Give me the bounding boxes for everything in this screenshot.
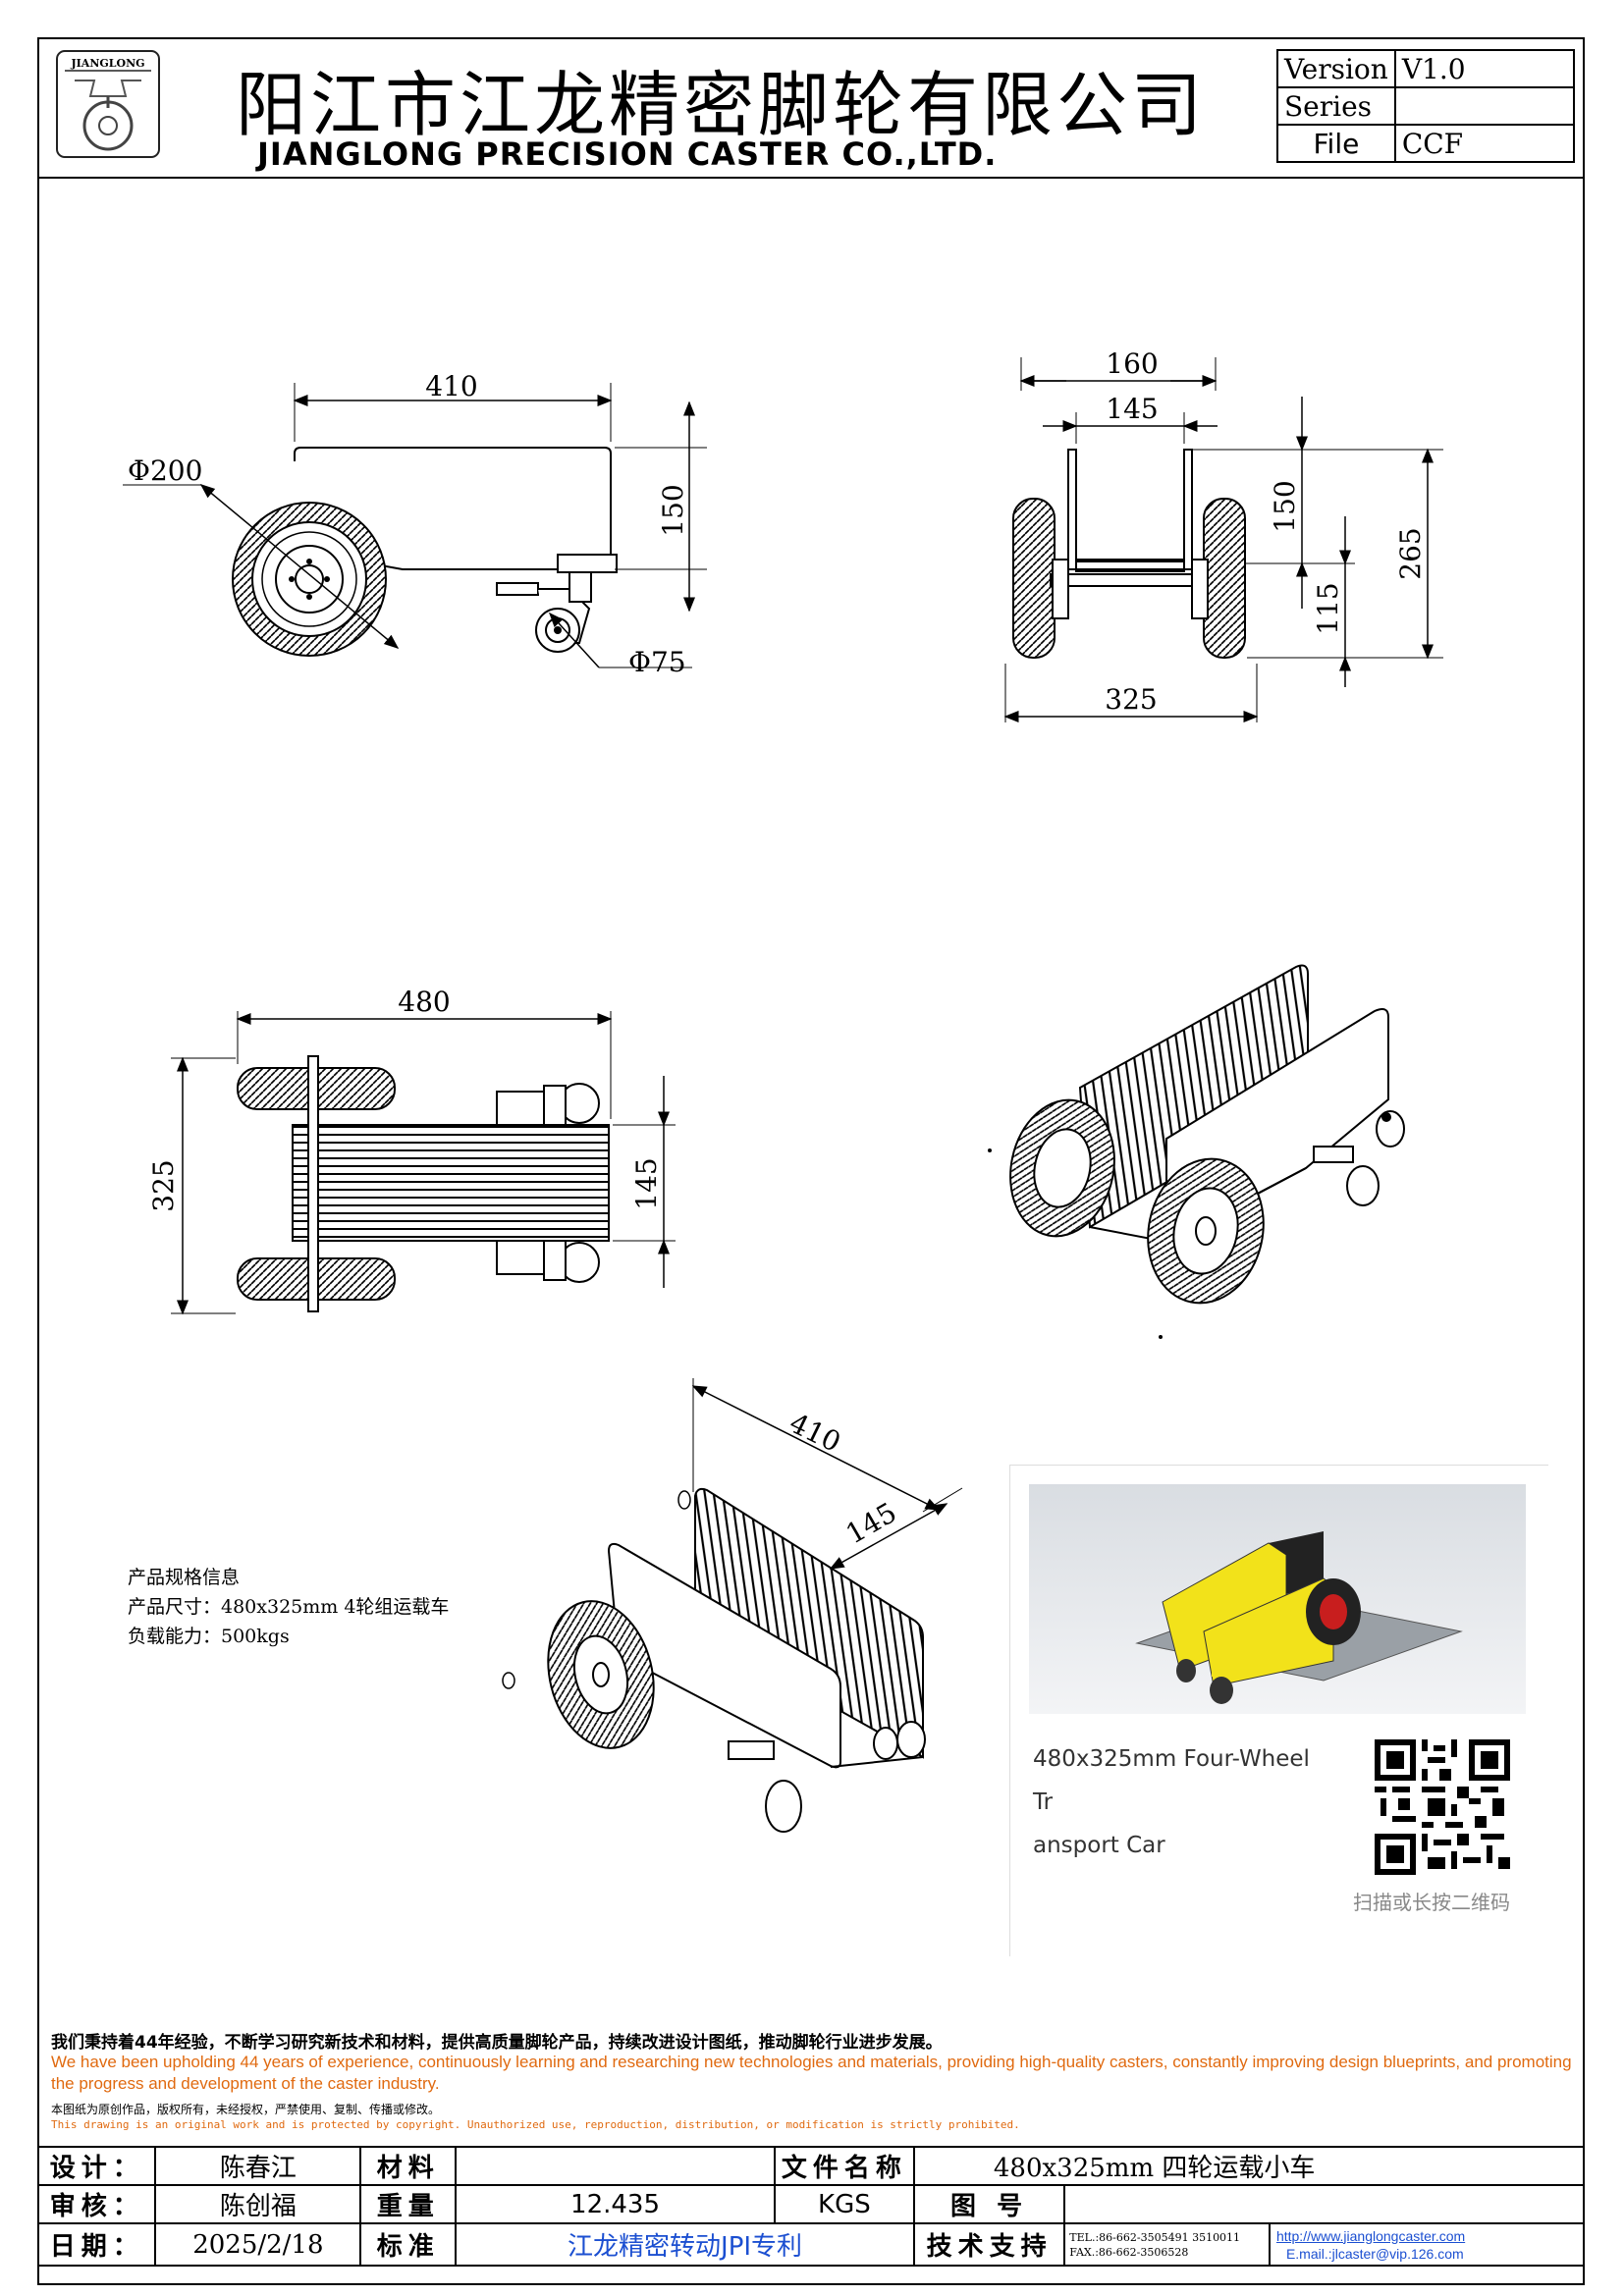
notice-cn: 我们秉持着44年经验，不断学习研究新技术和材料，提供高质量脚轮产品，持续改进设计… <box>51 2033 943 2053</box>
dim-front-height-lower: 115 <box>1312 582 1344 634</box>
copyright-cn: 本图纸为原创作品，版权所有，未经授权，严禁使用、复制、传播或修改。 <box>51 2103 441 2116</box>
standard-label: 标准 <box>359 2222 458 2267</box>
drawing-frame <box>37 37 1585 2285</box>
logo-text: JIANGLONG <box>70 57 144 70</box>
spec-title: 产品规格信息 <box>128 1567 241 1588</box>
dim-front-total-height: 265 <box>1394 527 1427 579</box>
front-view: 160 145 325 150 115 265 <box>1003 347 1443 722</box>
file-name-value: 480x325mm 四轮运载小车 <box>912 2146 1586 2186</box>
version-label: Version <box>1276 49 1396 88</box>
contact-phone: TEL.:86-662-3505491 3510011 FAX.:86-662-… <box>1063 2222 1271 2267</box>
caster-side <box>496 554 618 653</box>
series-label: Series <box>1276 86 1396 126</box>
dim-top-width: 325 <box>147 1159 180 1211</box>
tel-text: TEL.:86-662-3505491 3510011 <box>1069 2230 1241 2244</box>
dim-front-height-upper: 150 <box>1269 480 1301 532</box>
weight-value: 12.435 <box>455 2184 776 2224</box>
review-value: 陈创福 <box>154 2184 362 2224</box>
website-link[interactable]: http://www.jianglongcaster.com <box>1275 2227 1466 2244</box>
weight-label: 重量 <box>359 2184 458 2224</box>
title-block: 设计： 陈春江 材料 文件名称 480x325mm 四轮运载小车 审核： 陈创福… <box>36 2146 1586 2267</box>
spec-load: 负载能力：500kgs <box>128 1626 290 1647</box>
date-label: 日期： <box>36 2222 157 2267</box>
weight-unit: KGS <box>773 2184 915 2224</box>
dim-side-length: 410 <box>425 370 477 402</box>
dim-big-wheel-diameter: Φ200 <box>128 454 202 487</box>
file-value: CCF <box>1393 124 1575 163</box>
series-value <box>1393 86 1575 126</box>
version-value: V1.0 <box>1393 49 1575 88</box>
company-name-cn: 阳江市江龙精密脚轮有限公司 <box>236 64 1207 146</box>
product-caption: 480x325mm Four-Wheel Tr ansport Car <box>1033 1737 1327 1867</box>
notice-en: We have been upholding 44 years of exper… <box>51 2053 1572 2093</box>
standard-value: 江龙精密转动JPI专利 <box>455 2222 915 2267</box>
tech-support-label: 技术支持 <box>912 2222 1066 2267</box>
dim-front-wheel-span: 325 <box>1105 683 1157 716</box>
dim-front-inner-width: 145 <box>1106 393 1158 425</box>
dim-front-outer-width: 160 <box>1106 347 1158 380</box>
big-wheel-side <box>232 502 387 657</box>
qr-hint: 扫描或长按二维码 <box>1353 1891 1510 1914</box>
dim-top-inner-width: 145 <box>630 1157 663 1209</box>
spec-size: 产品尺寸：480x325mm 4轮组运载车 <box>128 1596 450 1618</box>
material-label: 材料 <box>359 2146 458 2186</box>
drawing-no-value <box>1063 2184 1585 2224</box>
review-label: 审核： <box>36 2184 157 2224</box>
side-view: 410 150 Φ200 Φ75 <box>123 370 707 678</box>
dim-iso-inner-width: 145 <box>840 1496 902 1550</box>
company-logo: JIANGLONG <box>55 49 161 159</box>
qr-code[interactable] <box>1375 1739 1510 1875</box>
file-label: File <box>1276 124 1396 163</box>
file-name-label: 文件名称 <box>773 2146 915 2186</box>
caster-top-lower <box>496 1240 600 1283</box>
date-value: 2025/2/18 <box>154 2222 362 2267</box>
dim-top-length: 480 <box>398 986 450 1018</box>
contact-links: http://www.jianglongcaster.com E.mail.:j… <box>1268 2222 1586 2267</box>
caster-top-upper <box>496 1083 600 1126</box>
email-link[interactable]: E.mail.:jlcaster@vip.126.com <box>1285 2245 1464 2262</box>
product-card <box>1009 1465 1548 1956</box>
product-caption-line1: 480x325mm Four-Wheel Tr <box>1033 1746 1310 1815</box>
product-photo <box>1029 1484 1526 1714</box>
copyright-en: This drawing is an original work and is … <box>51 2118 1020 2131</box>
company-name-en: JIANGLONG PRECISION CASTER CO.,LTD. <box>257 135 998 173</box>
top-view: 480 325 145 <box>147 986 676 1315</box>
isometric-view-upper <box>988 964 1405 1339</box>
isometric-view-lower: 410 145 <box>502 1378 963 1833</box>
fax-text: FAX.:86-662-3506528 <box>1069 2245 1189 2259</box>
drawing-no-label: 图 号 <box>912 2184 1066 2224</box>
header-divider <box>37 177 1585 179</box>
design-label: 设计： <box>36 2146 157 2186</box>
product-caption-line2: ansport Car <box>1033 1833 1165 1858</box>
design-value: 陈春江 <box>154 2146 362 2186</box>
dim-iso-length: 410 <box>785 1407 846 1459</box>
dim-small-wheel-diameter: Φ75 <box>628 646 686 678</box>
dim-side-height: 150 <box>657 484 689 536</box>
material-value <box>455 2146 776 2186</box>
